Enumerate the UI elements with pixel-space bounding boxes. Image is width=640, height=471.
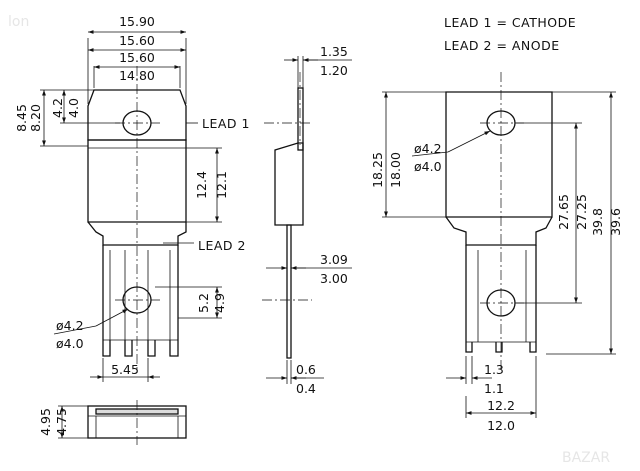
legend-lead1: LEAD 1 = CATHODE bbox=[444, 15, 576, 30]
dim-front-hole-dia-min: ø4.0 bbox=[56, 336, 84, 351]
front-lead1-label: LEAD 1 bbox=[202, 116, 250, 131]
dim-bottom-h-max: 4.95 bbox=[38, 408, 53, 436]
legend-lead2: LEAD 2 = ANODE bbox=[444, 38, 560, 53]
dim-front-tab-width-min: 14.80 bbox=[119, 68, 155, 83]
front-lead-plate bbox=[102, 245, 179, 357]
dim-side-body-lead-min: 3.00 bbox=[320, 271, 348, 286]
side-tab-outline bbox=[297, 87, 304, 151]
dim-front-body-h-max: 12.4 bbox=[194, 171, 209, 199]
right-pins bbox=[465, 342, 537, 353]
dim-front-hole-top-max: 4.2 bbox=[50, 98, 65, 118]
dim-side-lead-thk-min: 0.4 bbox=[296, 381, 316, 396]
dim-front-lead-pitch: 5.45 bbox=[111, 362, 139, 377]
dim-front-tab-h-max: 8.45 bbox=[14, 104, 29, 132]
dim-right-lead-w-max: 1.3 bbox=[484, 362, 504, 377]
dim-side-tab-thk-min: 1.20 bbox=[320, 63, 348, 78]
bottom-view: 4.95 4.75 bbox=[38, 400, 187, 445]
right-shoulder-outline bbox=[445, 216, 553, 246]
dim-front-lead-hole-h-max: 5.2 bbox=[196, 293, 211, 313]
dim-front-tab-width-max: 15.60 bbox=[119, 50, 155, 65]
dim-front-body-h-min: 12.1 bbox=[214, 171, 229, 199]
side-view: 1.35 1.20 3.09 3.00 0.6 0.4 bbox=[262, 44, 352, 396]
side-body-outline bbox=[274, 142, 304, 226]
dim-front-lead-hole-h-min: 4.9 bbox=[212, 293, 227, 313]
front-shoulder-outline bbox=[87, 221, 187, 246]
dim-right-hole-spacing-min: 27.25 bbox=[574, 194, 589, 230]
dim-front-hole-top-min: 4.0 bbox=[66, 98, 81, 118]
dim-front-width-max: 15.90 bbox=[119, 14, 155, 29]
dim-side-body-lead-max: 3.09 bbox=[320, 252, 348, 267]
dim-right-lead-span-min: 12.0 bbox=[487, 418, 515, 433]
dim-right-total-h-max: 39.8 bbox=[590, 208, 605, 236]
dim-right-hole-h-max: 18.25 bbox=[370, 152, 385, 188]
right-view: 18.25 18.00 ø4.2 ø4.0 27.65 27.25 39.8 3… bbox=[370, 72, 623, 433]
dim-front-tab-h-min: 8.20 bbox=[28, 104, 43, 132]
right-lead-frame bbox=[465, 245, 537, 342]
dim-right-lead-span-max: 12.2 bbox=[487, 398, 515, 413]
dim-side-lead-thk-max: 0.6 bbox=[296, 362, 316, 377]
dim-right-hole-spacing-max: 27.65 bbox=[556, 194, 571, 230]
dim-right-lead-w-min: 1.1 bbox=[484, 381, 504, 396]
dim-front-hole-dia-max: ø4.2 bbox=[56, 318, 84, 333]
watermark-bottom-right: BAZAR bbox=[562, 450, 610, 466]
side-lead-outline bbox=[286, 224, 292, 359]
watermark-top-left: lon bbox=[8, 14, 29, 30]
front-lead2-label: LEAD 2 bbox=[198, 238, 246, 253]
dim-right-hole-dia-max: ø4.2 bbox=[414, 141, 442, 156]
dim-front-width-min: 15.60 bbox=[119, 33, 155, 48]
dim-side-tab-thk-max: 1.35 bbox=[320, 44, 348, 59]
dim-right-total-h-min: 39.6 bbox=[608, 208, 623, 236]
dim-right-hole-h-min: 18.00 bbox=[388, 152, 403, 188]
front-view: 15.90 15.60 15.60 14.80 8.45 8.20 4.2 4.… bbox=[14, 14, 250, 382]
dim-bottom-h-min: 4.75 bbox=[54, 408, 69, 436]
dim-right-hole-dia-min: ø4.0 bbox=[414, 159, 442, 174]
